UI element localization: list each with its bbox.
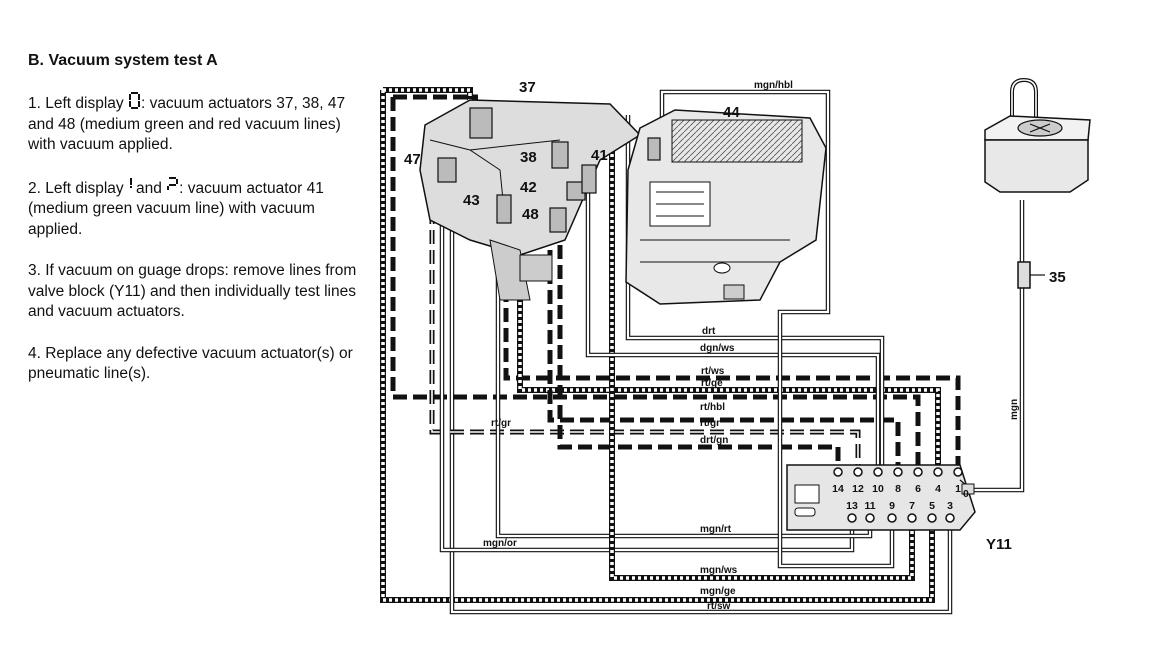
label-41: 41 bbox=[591, 147, 608, 164]
component-labels: 37 38 41 42 43 44 47 48 35 Y11 bbox=[404, 79, 1066, 553]
port-label-bottom-9: 9 bbox=[889, 500, 895, 512]
port-label-top-8: 8 bbox=[895, 483, 901, 495]
port-top-1 bbox=[953, 467, 963, 477]
port-label-top-12: 12 bbox=[852, 483, 864, 495]
line-labels: mgn/hbl drt dgn/ws rt/ws rt/ge rt/hbl rt… bbox=[483, 80, 1020, 612]
line-drt-gn bbox=[557, 125, 841, 470]
step-1-pre: 1. Left display bbox=[28, 95, 128, 112]
label-47: 47 bbox=[404, 151, 421, 168]
label-mgn-ws: mgn/ws bbox=[700, 565, 738, 576]
port-top-14 bbox=[833, 467, 843, 477]
display-1-icon bbox=[129, 177, 132, 188]
label-mgn-hbl: mgn/hbl bbox=[754, 80, 793, 91]
port-bottom-7 bbox=[907, 513, 917, 523]
step-2-mid: and bbox=[135, 179, 167, 197]
instructions-panel: B. Vacuum system test A 1. Left display … bbox=[28, 52, 358, 406]
port-label-bottom-7: 7 bbox=[909, 500, 915, 512]
label-44: 44 bbox=[723, 104, 740, 121]
label-mgn-ge: mgn/ge bbox=[700, 586, 736, 597]
port-label-top-14: 14 bbox=[832, 483, 844, 495]
step-4: 4. Replace any defective vacuum actuator… bbox=[28, 344, 353, 383]
label-rt-ws: rt/ws bbox=[701, 366, 725, 377]
label-42: 42 bbox=[520, 179, 537, 196]
label-35: 35 bbox=[1049, 269, 1066, 286]
label-y11: Y11 bbox=[986, 536, 1012, 553]
display-2-icon bbox=[167, 176, 179, 190]
line-rt-hbl bbox=[390, 94, 921, 470]
port-label-bottom-13: 13 bbox=[846, 500, 858, 512]
line-rt-gr-2 bbox=[547, 230, 901, 470]
actuator-41 bbox=[581, 164, 597, 194]
port-bottom-3 bbox=[945, 513, 955, 523]
heater-box-assembly bbox=[419, 99, 642, 301]
actuator-47 bbox=[437, 157, 457, 183]
port-top-10 bbox=[873, 467, 883, 477]
valve-block-y11 bbox=[786, 464, 976, 531]
step-3: 3. If vacuum on guage drops: remove line… bbox=[28, 262, 357, 320]
port-top-8 bbox=[893, 467, 903, 477]
step-1: 1. Left display : vacuum actuators 37, 3… bbox=[28, 92, 358, 156]
port-bottom-11 bbox=[865, 513, 875, 523]
step-2-pre: 2. Left display bbox=[28, 179, 128, 197]
label-37: 37 bbox=[519, 79, 536, 96]
port-label-bottom-5: 5 bbox=[929, 500, 935, 512]
step-1-post: : vacuum actuators 37, 38, 47 and 48 (me… bbox=[28, 95, 346, 153]
port-top-6 bbox=[913, 467, 923, 477]
unit-44 bbox=[625, 109, 827, 305]
line-mgn bbox=[965, 200, 1025, 493]
step-2-post: : vacuum actuator 41 (medium green vacuu… bbox=[28, 179, 324, 238]
label-rt-ge: rt/ge bbox=[701, 378, 723, 389]
port-label-top-1: 1 bbox=[955, 483, 961, 495]
port-top-4 bbox=[933, 467, 943, 477]
port-label-top-4: 4 bbox=[935, 483, 941, 495]
label-48: 48 bbox=[522, 206, 539, 223]
label-drt: drt bbox=[702, 326, 716, 337]
label-rt-gr-1: rt/gr bbox=[491, 418, 511, 429]
port-bottom-5 bbox=[927, 513, 937, 523]
label-43: 43 bbox=[463, 192, 480, 209]
vacuum-lines bbox=[380, 87, 1025, 615]
label-dgn-ws: dgn/ws bbox=[700, 343, 735, 354]
port-bottom-13 bbox=[847, 513, 857, 523]
actuator-43 bbox=[496, 194, 512, 224]
port-bottom-9 bbox=[887, 513, 897, 523]
port-label-top-10: 10 bbox=[872, 483, 884, 495]
label-rt-hbl: rt/hbl bbox=[700, 402, 725, 413]
port-label-bottom-11: 11 bbox=[864, 500, 875, 512]
label-rt-gr-2: rt/gr bbox=[700, 418, 720, 429]
actuator-37 bbox=[469, 107, 493, 139]
label-rt-sw: rt/sw bbox=[707, 601, 731, 612]
vacuum-pump-gauge bbox=[984, 77, 1091, 289]
port-label-top-6: 6 bbox=[915, 483, 921, 495]
port-label-side-0: 0 bbox=[963, 488, 969, 500]
label-38: 38 bbox=[520, 149, 537, 166]
section-heading: B. Vacuum system test A bbox=[28, 52, 218, 69]
actuator-38 bbox=[551, 141, 569, 169]
display-0-icon bbox=[128, 92, 140, 109]
label-drt-gn: drt/gn bbox=[700, 435, 728, 446]
label-mgn-or: mgn/or bbox=[483, 538, 517, 549]
label-mgn: mgn bbox=[1009, 399, 1020, 420]
port-top-12 bbox=[853, 467, 863, 477]
step-2: 2. Left display and : vacuum actuator 41… bbox=[28, 176, 358, 241]
port-label-bottom-3: 3 bbox=[947, 500, 953, 512]
label-mgn-rt: mgn/rt bbox=[700, 524, 732, 535]
actuator-48 bbox=[549, 207, 567, 233]
connector-35 bbox=[1017, 261, 1031, 289]
